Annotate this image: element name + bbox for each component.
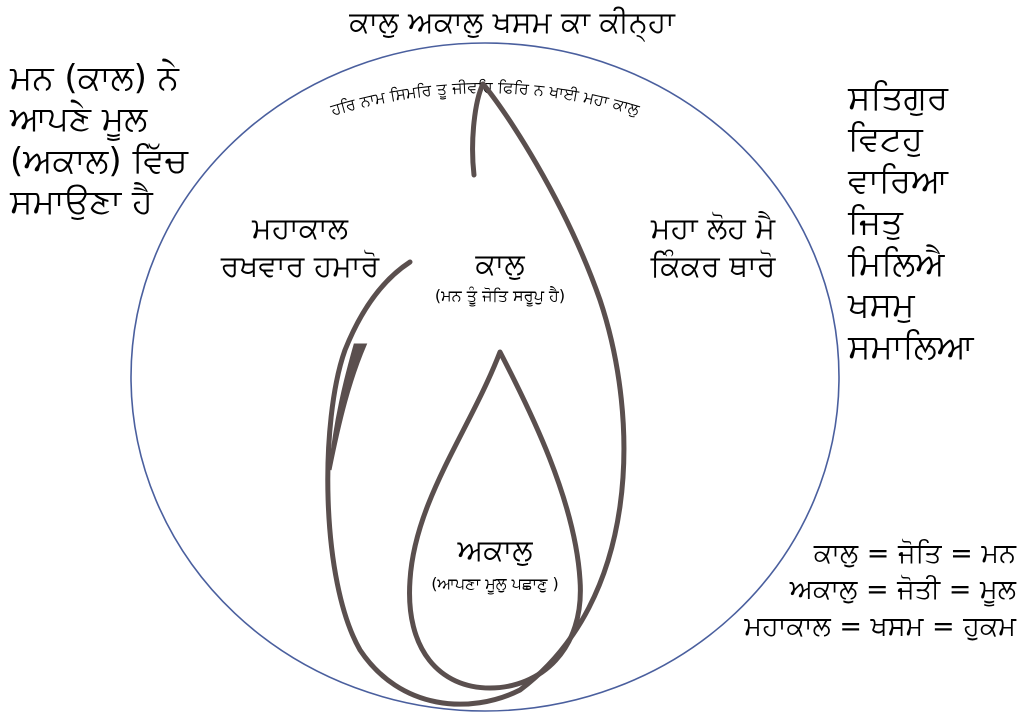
left-note-line: ਮਨ (ਕਾਲ) ਨੇ (10, 58, 179, 98)
inner-right-line: ਕਿੰਕਰ ਥਾਰੋ (650, 248, 776, 284)
right-note-line: ਸਤਿਗੁਰ (848, 78, 949, 118)
right-note-line: ਵਾਰਿਆ (848, 160, 949, 201)
kaal-sub: (ਮਨ ਤੂੰ ਜੋਤਿ ਸਰੂਪੁ ਹੈ) (434, 285, 566, 305)
left-note: ਮਨ (ਕਾਲ) ਨੇ ਆਪਣੇ ਮੂਲ (ਅਕਾਲ) ਵਿੱਚ ਸਮਾਉਣਾ … (10, 58, 240, 224)
inner-left-verse: ਮਹਾਕਾਲ ਰਖਵਾਰ ਹਮਾਰੋ (195, 210, 405, 285)
equation-line: ਕਾਲੁ = ਜੋਤਿ = ਮਨ (813, 538, 1016, 569)
kaal-label: ਕਾਲੁ (475, 247, 525, 282)
outer-flame-thick-edge (328, 343, 368, 471)
equations: ਕਾਲੁ = ਜੋਤਿ = ਮਨ ਅਕਾਲੁ = ਜੋਤੀ = ਮੂਲ ਮਹਾਕ… (696, 536, 1016, 645)
inner-right-line: ਮਹਾ ਲੋਹ ਮੈ (650, 211, 776, 246)
left-note-line: ਆਪਣੇ ਮੂਲ (10, 99, 148, 140)
inner-left-line: ਮਹਾਕਾਲ (251, 211, 349, 246)
right-note-line: ਜਿਤੁ (848, 202, 903, 243)
inner-left-line: ਰਖਵਾਰ ਹਮਾਰੋ (220, 248, 380, 284)
diagram-title: ਕਾਲੁ ਅਕਾਲੁ ਖਸਮ ਕਾ ਕੀਨ੍ਹਾ (349, 5, 675, 40)
left-note-line: ਸਮਾਉਣਾ ਹੈ (10, 182, 153, 223)
inner-flame (407, 349, 583, 691)
equation-line: ਮਹਾਕਾਲ = ਖਸਮ = ਹੁਕਮ (744, 610, 1016, 642)
left-note-line: (ਅਕਾਲ) ਵਿੱਚ (10, 140, 188, 181)
kaal-block: ਕਾਲੁ (ਮਨ ਤੂੰ ਜੋਤਿ ਸਰੂਪੁ ਹੈ) (400, 246, 600, 306)
right-note-line: ਸਮਾਲਿਆ (848, 326, 974, 367)
equation-line: ਅਕਾਲੁ = ਜੋਤੀ = ਮੂਲ (789, 574, 1016, 606)
right-note-line: ਖਸਮੁ (848, 285, 915, 326)
outer-flame (325, 81, 627, 707)
right-note-line: ਵਿਟਹੁ (848, 119, 923, 160)
outer-circle (130, 42, 840, 712)
flame-tip (470, 81, 486, 178)
inner-right-verse: ਮਹਾ ਲੋਹ ਮੈ ਕਿੰਕਰ ਥਾਰੋ (628, 210, 798, 285)
akaal-label: ਅਕਾਲੁ (457, 533, 533, 568)
right-note-line: ਮਿਲਿਐ (848, 243, 945, 284)
right-note: ਸਤਿਗੁਰ ਵਿਟਹੁ ਵਾਰਿਆ ਜਿਤੁ ਮਿਲਿਐ ਖਸਮੁ ਸਮਾਲਿ… (848, 78, 1018, 368)
akaal-block: ਅਕਾਲੁ (ਆਪਣਾ ਮੂਲੁ ਪਛਾਣੁ ) (400, 532, 590, 594)
akaal-sub: (ਆਪਣਾ ਮੂਲੁ ਪਛਾਣੁ ) (431, 573, 559, 593)
